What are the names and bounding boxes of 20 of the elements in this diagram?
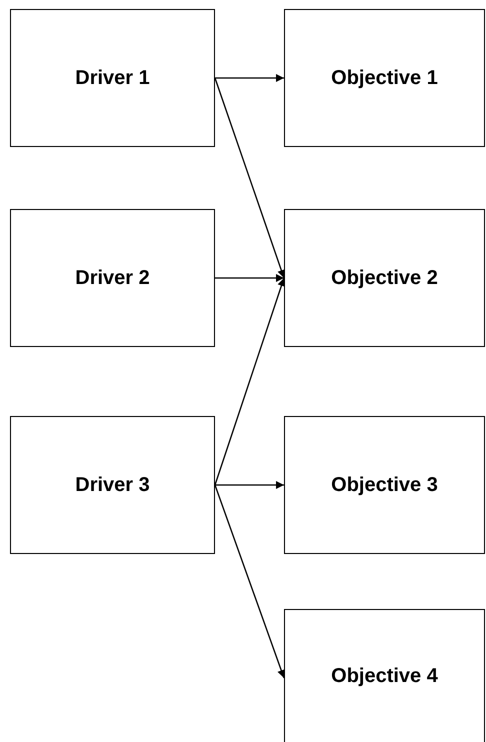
box-label: Driver 1 <box>75 66 150 90</box>
process-box <box>10 416 215 554</box>
box-label: Objective 4 <box>331 665 438 688</box>
arrow <box>215 74 284 82</box>
box-label: Driver 2 <box>75 266 150 290</box>
process-box <box>284 416 485 554</box>
arrow <box>215 481 284 489</box>
process-box <box>284 9 485 147</box>
box-label: Objective 1 <box>331 66 438 90</box>
box-label: Objective 3 <box>331 474 438 496</box>
process-box <box>284 209 485 347</box>
process-box <box>10 9 215 147</box>
arrow <box>215 274 284 282</box>
process-box <box>10 209 215 347</box>
process-box <box>284 609 485 742</box>
arrow <box>214 278 286 486</box>
box-label: Objective 2 <box>331 266 438 290</box>
arrow <box>214 78 286 278</box>
arrow <box>214 484 286 678</box>
box-label: Driver 3 <box>75 474 150 496</box>
